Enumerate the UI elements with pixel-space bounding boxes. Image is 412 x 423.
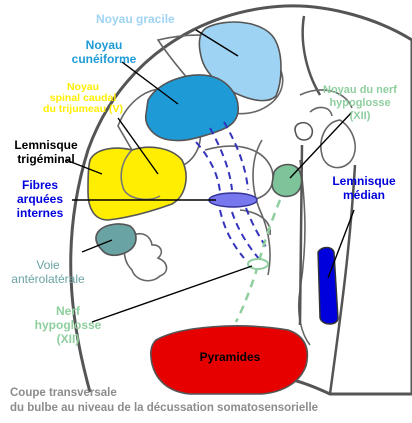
label-noyau-spinal-line3: du trijumeau (V) [43,103,123,115]
label-nerf-line1: Nerf [55,304,80,318]
label-noyau-nerf-line3: (XII) [349,110,371,122]
label-fibres-arquees: Fibres arquées internes [4,178,76,220]
nerf-hypoglosse-path [234,199,282,323]
leader-nerf [91,265,253,323]
grey-matter-contour [123,232,168,282]
label-lemnisque-median-line1: Lemnisque [332,174,396,188]
nerf-hypoglosse-bulge [247,258,269,270]
noyau-spinal-divider [120,149,161,201]
pyramides-shape [150,325,309,395]
medulla-outline-inner [301,15,322,96]
grey-matter-contour [204,145,274,236]
label-voie-anterolaterale: Voie antérolatérale [0,258,96,286]
fibres-arquees-ellipse [208,192,258,208]
noyau-cuneiforme-shape [145,74,239,142]
label-noyau-nerf-line2: hypoglosse [329,97,391,109]
label-lemnisque-trigeminal-line2: trigéminal [17,152,75,166]
grey-matter-contour [252,139,271,276]
label-noyau-nerf-hypoglosse: Noyau du nerf hypoglosse (XII) [310,84,410,123]
central-canal [294,121,314,141]
leader-voie [81,239,113,253]
noyau-hypoglosse-shape [271,163,303,198]
label-noyau-cuneiforme-line2: cunéiforme [71,52,137,66]
fibres-arc [209,127,233,191]
label-noyau-cuneiforme-line1: Noyau [85,38,123,52]
caption-line2: du bulbe au niveau de la décussation som… [10,402,319,414]
label-nerf-hypoglosse: Nerf hypoglosse (XII) [26,304,110,346]
leader-spinal [117,117,159,175]
label-noyau-cuneiforme: Noyau cunéiforme [44,38,164,66]
label-fibres-line1: Fibres [21,178,58,192]
label-pyramides-text: Pyramides [199,350,261,364]
label-nerf-line2: hypoglosse [34,318,102,332]
label-voie-line1: Voie [36,258,60,272]
fibres-arc [195,141,221,193]
label-lemnisque-median: Lemnisque médian [324,174,404,202]
label-noyau-spinal: Noyau spinal caudal du trijumeau (V) [18,82,148,115]
label-noyau-nerf-line1: Noyau du nerf [323,84,397,96]
label-lemnisque-median-line2: médian [342,188,385,202]
label-lemnisque-trigeminal: Lemnisque trigéminal [4,138,88,166]
fibres-arc [245,207,269,251]
noyau-spinal-trijumeau-shape [87,146,187,221]
label-voie-line2: antérolatérale [11,272,85,286]
medulla-outline-right [328,164,357,395]
label-fibres-line2: arquées [16,192,64,206]
label-noyau-gracile-text: Noyau gracile [96,12,175,26]
leader-noyau-gracile [195,29,239,57]
voie-anterolaterale-shape [95,223,137,257]
label-fibres-line3: internes [16,206,64,220]
label-noyau-gracile: Noyau gracile [96,12,216,26]
leader-lemnisque-median [327,209,355,279]
fibres-arc [219,209,245,259]
grey-matter-contour [297,159,311,346]
leader-noyau-cuneiforme [121,61,179,105]
label-lemnisque-trigeminal-line1: Lemnisque [14,138,78,152]
label-noyau-spinal-line2: spinal caudal [49,92,117,104]
label-nerf-line3: (XII) [56,332,80,346]
label-pyramides: Pyramides [182,350,278,364]
grey-matter-contour [320,119,356,169]
fibres-arc [231,211,261,261]
leader-lemnisque-trigeminal [65,159,103,175]
label-noyau-spinal-line1: Noyau [66,81,100,93]
caption-line1: Coupe transversale [10,387,117,399]
fibres-arc [223,121,249,191]
grey-matter-contour [299,89,353,117]
leader-noyau-nerf-hypoglosse [289,111,353,179]
